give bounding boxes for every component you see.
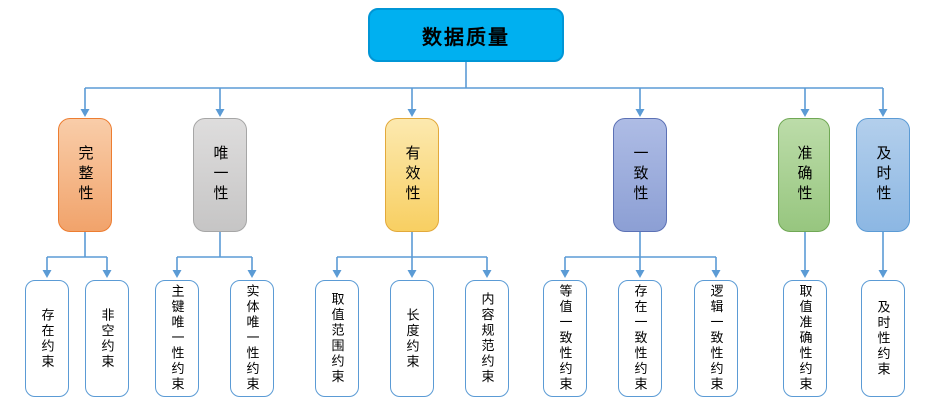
leaf-node-content-specification-constraint[interactable]: 内容规范约束 (465, 280, 509, 397)
leaf-node-logical-consistency-constraint[interactable]: 逻辑一致性约束 (694, 280, 738, 397)
branch-node-completeness[interactable]: 完整性 (58, 118, 112, 232)
branch-node-uniqueness[interactable]: 唯一性 (193, 118, 247, 232)
leaf-node-not-null-constraint[interactable]: 非空约束 (85, 280, 129, 397)
branch-node-consistency[interactable]: 一致性 (613, 118, 667, 232)
leaf-node-existence-consistency-constraint[interactable]: 存在一致性约束 (618, 280, 662, 397)
leaf-node-timeliness-constraint[interactable]: 及时性约束 (861, 280, 905, 397)
leaf-node-primary-key-uniqueness-constraint[interactable]: 主键唯一性约束 (155, 280, 199, 397)
branch-node-validity[interactable]: 有效性 (385, 118, 439, 232)
leaf-node-length-constraint[interactable]: 长度约束 (390, 280, 434, 397)
leaf-node-existence-constraint[interactable]: 存在约束 (25, 280, 69, 397)
leaf-node-value-range-constraint[interactable]: 取值范围约束 (315, 280, 359, 397)
root-node-data-quality[interactable]: 数据质量 (368, 8, 564, 62)
branch-node-timeliness[interactable]: 及时性 (856, 118, 910, 232)
leaf-node-entity-uniqueness-constraint[interactable]: 实体唯一性约束 (230, 280, 274, 397)
branch-node-accuracy[interactable]: 准确性 (778, 118, 830, 232)
leaf-node-equivalence-consistency-constraint[interactable]: 等值一致性约束 (543, 280, 587, 397)
leaf-node-value-accuracy-constraint[interactable]: 取值准确性约束 (783, 280, 827, 397)
arrowheads (42, 109, 888, 278)
